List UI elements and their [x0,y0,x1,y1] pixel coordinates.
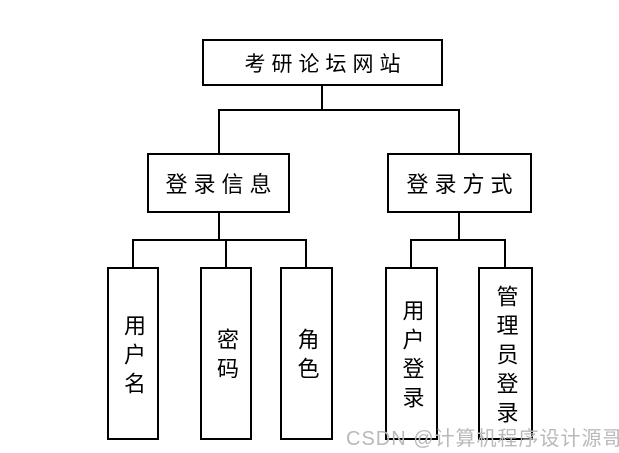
connector-username-drop [132,239,134,268]
node-username-label: 用户名 [121,313,146,401]
connector-login-method-stem [458,213,460,240]
connector-left-horizontal [132,239,307,241]
node-password: 密码 [200,267,252,440]
csdn-watermark: CSDN @计算机程序设计源哥 [346,428,619,450]
node-admin-login-label: 管理员登录 [493,284,519,430]
connector-login-info-stem [218,213,220,240]
node-role: 角色 [280,267,333,440]
node-root-label: 考研论坛网站 [244,51,407,76]
node-user-login: 用户登录 [385,267,438,440]
node-root-site: 考研论坛网站 [202,39,443,86]
node-username: 用户名 [107,267,159,440]
connector-login-info-drop [218,109,220,154]
connector-admin-login-drop [504,239,506,268]
connector-root-stem [321,86,323,110]
node-login-info: 登录信息 [147,153,290,213]
connector-user-login-drop [410,239,412,268]
connector-role-drop [305,239,307,268]
connector-right-horizontal [410,239,506,241]
node-login-info-label: 登录信息 [165,172,278,197]
connector-login-method-drop [458,109,460,154]
node-admin-login: 管理员登录 [478,267,533,440]
node-login-method-label: 登录方式 [406,172,519,197]
node-user-login-label: 用户登录 [399,299,425,415]
node-login-method: 登录方式 [387,153,532,213]
connector-level1-horizontal [218,109,460,111]
connector-password-drop [225,239,227,268]
node-role-label: 角色 [294,328,320,386]
node-password-label: 密码 [214,328,239,386]
